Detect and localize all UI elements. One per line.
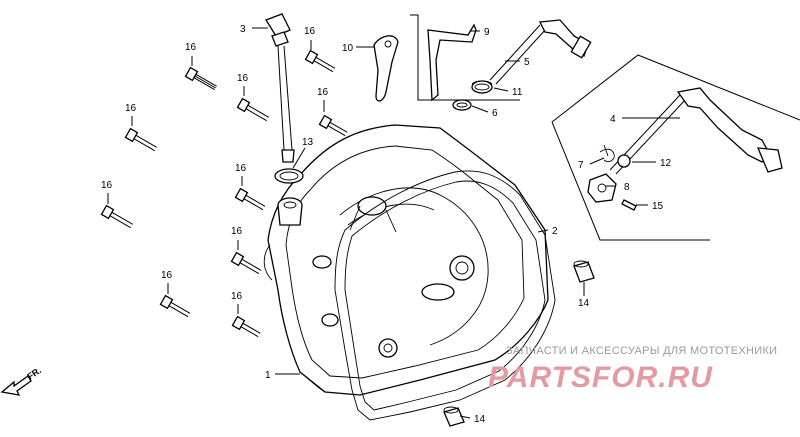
arm-plate (373, 35, 399, 102)
callout-16-d: 16 (317, 87, 329, 98)
bolts (100, 49, 348, 338)
callout-11: 11 (512, 87, 523, 98)
oil-dipstick (265, 13, 295, 163)
callout-16-j: 16 (231, 291, 243, 302)
callout-16-g: 16 (101, 180, 113, 191)
return-spring (471, 80, 493, 94)
cover-gasket (334, 170, 556, 421)
o-ring (274, 168, 304, 184)
callout-4: 4 (610, 114, 616, 125)
callout-16-c: 16 (237, 73, 249, 84)
callout-16-f: 16 (235, 163, 247, 174)
spring-arm (427, 23, 477, 102)
gear-shift-shaft (489, 19, 592, 85)
callout-13: 13 (302, 137, 314, 148)
callout-5: 5 (524, 57, 530, 68)
crankcase-cover (263, 124, 549, 396)
pivot-block (587, 173, 617, 203)
callout-16-i: 16 (161, 270, 173, 281)
washer (617, 154, 631, 168)
front-arrow-icon (0, 375, 32, 396)
callout-16-e: 16 (125, 103, 137, 114)
callout-15: 15 (652, 201, 664, 212)
callout-1: 1 (265, 370, 271, 381)
callout-3: 3 (240, 24, 246, 35)
kick-starter-arm (609, 87, 783, 175)
callout-16-a: 16 (185, 42, 197, 53)
dowel-pin-lower (443, 406, 465, 427)
watermark-tagline: ЗАПЧАСТИ И АКСЕССУАРЫ ДЛЯ МОТОТЕХНИКИ (506, 345, 777, 357)
callout-8: 8 (624, 182, 630, 193)
callout-7: 7 (578, 160, 584, 171)
dowel-pin-upper (573, 260, 595, 283)
callout-14-upper: 14 (578, 298, 590, 309)
assembly-frame-right (551, 54, 800, 241)
callout-16-h: 16 (231, 226, 243, 237)
watermark: ЗАПЧАСТИ И АКСЕССУАРЫ ДЛЯ МОТОТЕХНИКИ PA… (488, 345, 777, 394)
leader-lines (107, 27, 680, 419)
collar (452, 99, 472, 111)
pin (621, 199, 637, 211)
callout-12: 12 (660, 158, 672, 169)
callout-2: 2 (552, 226, 558, 237)
callout-9: 9 (484, 27, 490, 38)
callout-10: 10 (342, 43, 354, 54)
callout-14-lower: 14 (474, 414, 486, 425)
assembly-frame-upper (410, 14, 520, 101)
callout-16-b: 16 (304, 26, 316, 37)
kick-spring (599, 144, 615, 163)
watermark-brand: PARTSFOR.RU (488, 361, 713, 394)
front-direction-marker: FR. (0, 365, 43, 396)
callout-6: 6 (492, 108, 498, 119)
